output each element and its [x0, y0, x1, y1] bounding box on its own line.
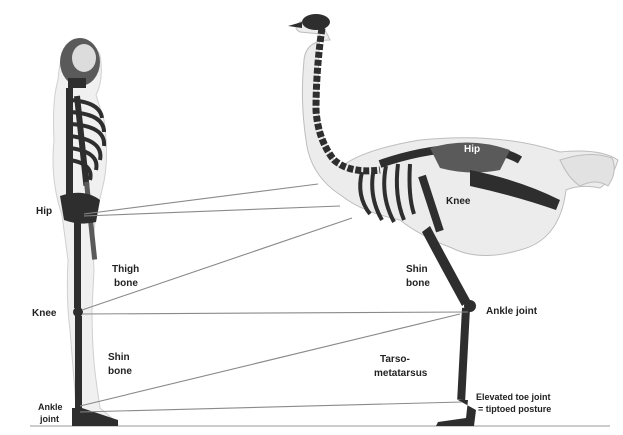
label-tarso-line2: metatarsus	[374, 368, 428, 379]
label-toe-joint-line1: Elevated toe joint	[476, 392, 551, 402]
label-toe-joint-line2: = tiptoed posture	[478, 404, 551, 414]
label-human-hip: Hip	[36, 206, 52, 217]
label-ostrich-shin-line2: bone	[406, 278, 430, 289]
label-human-knee: Knee	[32, 308, 57, 319]
label-ostrich-knee: Knee	[446, 196, 471, 207]
human-spine	[66, 88, 73, 198]
ostrich-toes	[436, 400, 476, 426]
label-ankle-joint: Ankle joint	[486, 306, 538, 317]
label-thigh-line1: Thigh	[112, 264, 139, 275]
label-ostrich-hip: Hip	[464, 144, 480, 155]
ostrich-head	[302, 14, 330, 30]
human-femur	[74, 216, 81, 308]
label-human-ankle-line1: Ankle	[38, 402, 63, 412]
label-human-ankle-line2: joint	[39, 414, 59, 424]
label-human-shin-line1: Shin	[108, 352, 130, 363]
label-tarso-line1: Tarso-	[380, 354, 410, 365]
human-tibia	[75, 316, 82, 408]
ostrich-neck	[316, 28, 380, 171]
label-ostrich-shin-line1: Shin	[406, 264, 428, 275]
ostrich-skeleton	[288, 14, 618, 426]
label-thigh-line2: bone	[114, 278, 138, 289]
label-human-shin-line2: bone	[108, 366, 132, 377]
ostrich-tarsometatarsus	[457, 308, 470, 400]
